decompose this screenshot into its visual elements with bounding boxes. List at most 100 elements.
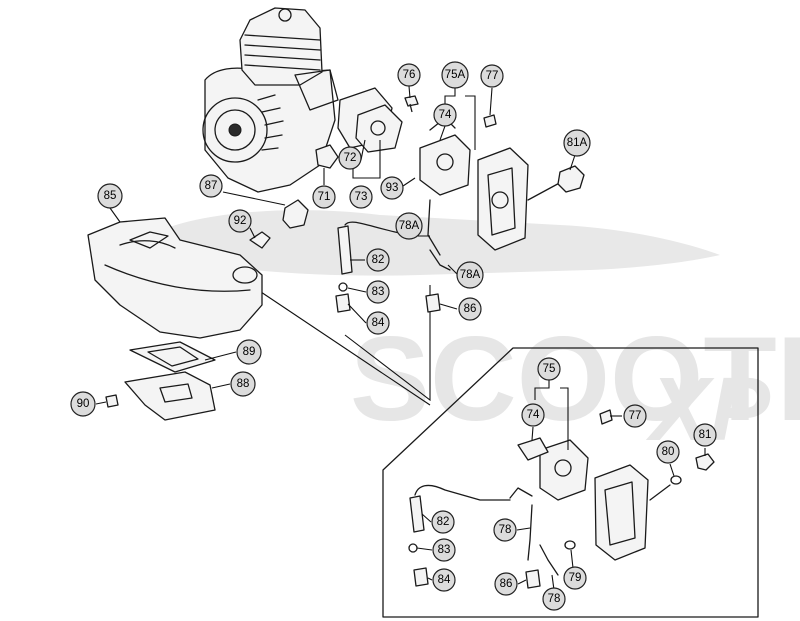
callout-78A-upper: 78A	[395, 212, 423, 240]
carburetor-bore-upper	[436, 153, 454, 171]
engine-cooling-fins	[257, 94, 284, 151]
callout-circle	[380, 176, 404, 200]
washer-80	[670, 475, 682, 485]
callout-label: 89	[243, 346, 256, 358]
plate-89-inner	[147, 346, 199, 367]
guide-line-tank-to-inset	[257, 289, 431, 406]
callout-label: 82	[372, 254, 385, 266]
callout-81: 81	[693, 423, 717, 447]
leader-83a	[347, 287, 367, 293]
callout-label: 93	[386, 182, 399, 194]
leader-75A	[444, 88, 456, 105]
callout-circle	[395, 212, 423, 240]
callout-83-upper: 83	[366, 280, 390, 304]
carburetor-upper	[419, 117, 471, 196]
leader-88	[211, 383, 231, 389]
fuel-cap-87	[282, 199, 309, 229]
callout-label: 87	[205, 180, 218, 192]
leader-86a	[439, 303, 458, 310]
callout-label: 77	[486, 70, 499, 82]
callouts: 76 75A 77 74 81A 72 73 93 71 87 85 92 78…	[70, 61, 717, 611]
cylinder-fins	[244, 34, 321, 71]
callout-86-lower: 86	[494, 572, 518, 596]
cap-gasket-92	[249, 231, 271, 249]
callout-90: 90	[70, 391, 96, 417]
callout-circle	[432, 538, 456, 562]
leader-81A	[569, 154, 576, 171]
callout-79: 79	[563, 566, 587, 590]
leader-75-left	[534, 380, 550, 400]
leader-83b	[416, 547, 433, 551]
engine-shaft	[228, 123, 242, 137]
callout-label: 86	[464, 303, 477, 315]
fuel-pipe-82-body	[337, 225, 353, 275]
leader-89	[204, 351, 237, 361]
screw-90	[105, 394, 119, 408]
bracket-88-slot	[159, 383, 193, 403]
callout-circle	[366, 248, 390, 272]
callout-74-lower: 74	[521, 403, 545, 427]
leader-75-right	[560, 387, 569, 450]
leader-84b	[427, 577, 433, 581]
fuel-tank-neck	[232, 266, 258, 284]
callout-circle	[493, 518, 517, 542]
callout-87: 87	[199, 174, 223, 198]
fuel-tank	[87, 217, 263, 339]
callout-77-upper: 77	[480, 64, 504, 88]
callout-circle	[397, 63, 421, 87]
engine-flywheel	[202, 97, 268, 163]
engine-crankcase	[204, 67, 336, 193]
callout-78-upper-inset: 78	[493, 518, 517, 542]
callout-77-lower: 77	[623, 404, 647, 428]
callout-71: 71	[312, 185, 336, 209]
fuel-filter-84-upper	[335, 293, 351, 313]
screw-77-lower	[599, 409, 613, 425]
carburetor-body-lower	[539, 439, 589, 501]
air-filter-port-upper	[491, 191, 509, 209]
screw-77-upper	[483, 114, 497, 128]
callout-circle	[366, 311, 390, 335]
ring-79	[564, 540, 576, 550]
callout-circle	[432, 568, 456, 592]
callout-label: 72	[344, 152, 357, 164]
callout-circle	[693, 423, 717, 447]
callout-80: 80	[656, 440, 680, 464]
callout-circle	[563, 129, 591, 157]
leader-85	[109, 207, 121, 223]
plate-89	[129, 341, 216, 373]
callout-circle	[480, 64, 504, 88]
callout-label: 80	[662, 446, 675, 458]
callout-84-lower: 84	[432, 568, 456, 592]
callout-label: 76	[403, 69, 416, 81]
callout-circle	[199, 174, 223, 198]
callout-circle	[494, 572, 518, 596]
callout-label: 78	[499, 524, 512, 536]
callout-86-upper: 86	[458, 297, 482, 321]
callout-circle	[431, 510, 455, 534]
spacer-71	[315, 144, 339, 169]
spark-plug	[278, 8, 292, 22]
callout-circle	[623, 404, 647, 428]
callout-88: 88	[230, 371, 256, 397]
callout-circle	[656, 440, 680, 464]
callout-82-lower: 82	[431, 510, 455, 534]
callout-label: 90	[77, 398, 90, 410]
fuel-tank-contours	[104, 240, 251, 292]
clip-83-lower	[408, 543, 418, 553]
callout-82-upper: 82	[366, 248, 390, 272]
callout-83-lower: 83	[432, 538, 456, 562]
callout-circle	[312, 185, 336, 209]
callout-circle	[70, 391, 96, 417]
callout-label: 84	[438, 574, 451, 586]
callout-label: 71	[318, 191, 331, 203]
fuel-line-78A-upper	[427, 199, 441, 256]
callout-label: 73	[355, 191, 368, 203]
callout-circle	[456, 261, 484, 289]
grommet-86-upper	[425, 293, 441, 313]
leader-77a	[489, 87, 493, 116]
watermark: SCOOTER XP	[150, 210, 800, 460]
grommet-86-lower	[525, 569, 541, 589]
callout-label: 81	[699, 429, 712, 441]
fuel-pipe-82-lower-top	[414, 484, 511, 501]
